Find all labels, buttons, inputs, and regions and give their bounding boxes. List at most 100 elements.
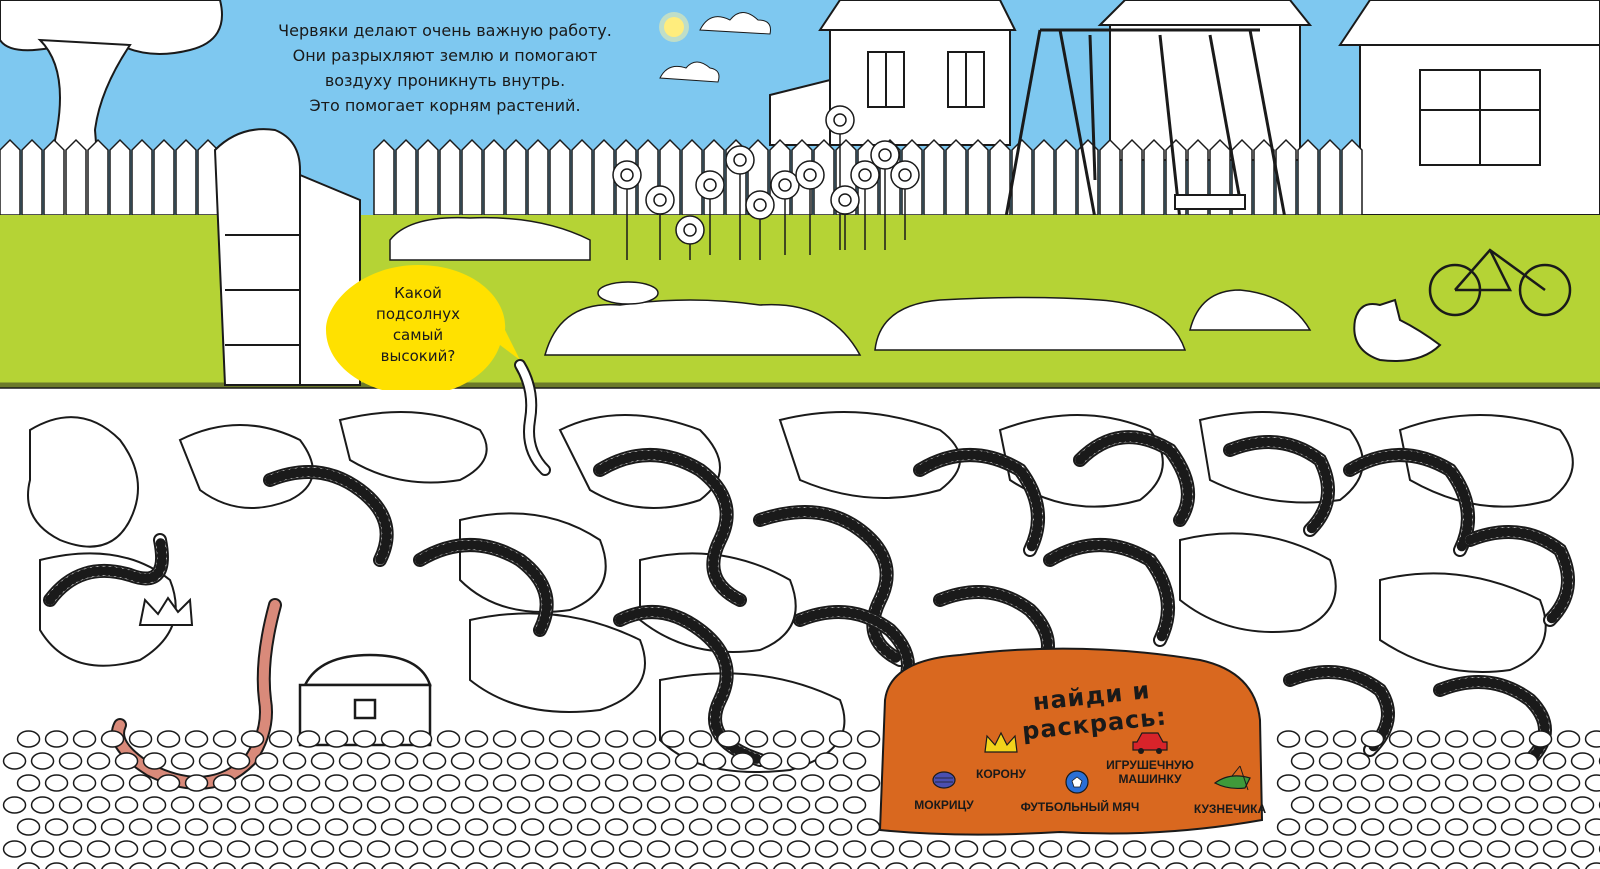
cobblestone: [842, 752, 867, 770]
cobblestone: [1584, 818, 1600, 836]
cobblestone: [1486, 752, 1511, 770]
cobblestone: [702, 796, 727, 814]
cobblestone: [325, 862, 348, 869]
cobblestone: [1066, 840, 1091, 858]
cobblestone: [1584, 774, 1600, 792]
cloud-icon: [659, 12, 771, 83]
cobblestone: [381, 862, 404, 869]
worm-segments: [1045, 540, 1173, 645]
cobblestone: [828, 774, 853, 792]
cobblestone: [1458, 752, 1483, 770]
cobblestone: [1570, 796, 1595, 814]
cobblestone: [1444, 730, 1469, 748]
cobblestone: [17, 862, 40, 869]
fence-picket: [923, 138, 945, 216]
cobblestone: [2, 752, 27, 770]
cobblestone: [1570, 752, 1595, 770]
cobblestone: [478, 752, 503, 770]
cobblestone: [520, 818, 545, 836]
sunflower-center: [683, 223, 697, 237]
cobblestone: [254, 752, 279, 770]
cobblestone: [856, 774, 881, 792]
fence-picket: [21, 138, 43, 216]
fence-picket: [153, 138, 175, 216]
find-label-football: ФУТБОЛЬНЫЙ МЯЧ: [1020, 800, 1140, 814]
cobblestone: [521, 862, 544, 869]
cobblestone: [100, 818, 125, 836]
find-label-grasshopper: КУЗНЕЧИКА: [1193, 802, 1267, 816]
fence-picket: [1055, 138, 1077, 216]
cobblestone: [1500, 818, 1525, 836]
find-label-toy-car-line: ИГРУШЕЧНУЮ: [1106, 758, 1194, 772]
cobblestone: [1122, 840, 1147, 858]
cobblestone: [366, 752, 391, 770]
cobblestone: [380, 774, 405, 792]
cobblestone: [1445, 862, 1468, 869]
sunflowers: [612, 105, 920, 260]
worm-segments: [1075, 432, 1193, 525]
cobblestone: [1416, 730, 1441, 748]
cobblestone: [1249, 862, 1272, 869]
cobblestone: [437, 862, 460, 869]
cobblestone: [814, 840, 839, 858]
cobblestone: [408, 730, 433, 748]
sunflower-center: [838, 193, 852, 207]
house-left: [769, 0, 1017, 146]
cobblestone: [1305, 862, 1328, 869]
cobblestone: [464, 774, 489, 792]
cobblestone: [86, 840, 111, 858]
cobblestone: [1346, 796, 1371, 814]
fence-picket: [109, 138, 131, 216]
cobblestone: [506, 796, 531, 814]
cobblestone: [1346, 840, 1371, 858]
cobblestone: [1333, 862, 1356, 869]
cobblestone: [773, 862, 796, 869]
cobblestone: [772, 730, 797, 748]
sun-icon: [659, 12, 689, 42]
cobblestone: [1528, 818, 1553, 836]
cobblestone: [478, 840, 503, 858]
cobblestone: [800, 730, 825, 748]
sunflower-center: [858, 168, 872, 182]
cobblestone: [450, 840, 475, 858]
cobblestone: [1556, 818, 1581, 836]
cobblestone: [758, 840, 783, 858]
find-panel: [878, 647, 1264, 836]
cobblestone: [310, 752, 335, 770]
cobblestone: [1542, 796, 1567, 814]
cobblestone: [450, 796, 475, 814]
fence-picket: [131, 138, 153, 216]
cobblestone: [45, 862, 68, 869]
cobblestone: [1010, 840, 1035, 858]
cobblestone: [73, 862, 96, 869]
cobblestone: [1444, 818, 1469, 836]
cobblestone: [394, 796, 419, 814]
cobblestone: [506, 840, 531, 858]
cobblestone: [30, 796, 55, 814]
cobblestone: [241, 862, 264, 869]
cobblestone: [800, 818, 825, 836]
cobblestone: [114, 840, 139, 858]
intro-line: воздуху проникнуть внутрь.: [324, 71, 566, 90]
cobblestone: [674, 752, 699, 770]
cobblestone: [1304, 774, 1329, 792]
cobblestone: [954, 840, 979, 858]
cobblestone: [30, 752, 55, 770]
cobblestone: [1276, 774, 1301, 792]
cobblestone: [633, 862, 656, 869]
tunnel-outline: [558, 414, 721, 509]
cobblestone: [408, 774, 433, 792]
cobblestone: [157, 862, 180, 869]
cobblestone: [324, 730, 349, 748]
cobblestone: [632, 818, 657, 836]
cobblestone: [212, 818, 237, 836]
cobblestone: [1542, 840, 1567, 858]
cobblestone: [170, 840, 195, 858]
cobblestone: [1304, 730, 1329, 748]
cobblestone: [745, 862, 768, 869]
cobblestone: [1374, 840, 1399, 858]
cobblestone: [702, 752, 727, 770]
cobblestone: [758, 752, 783, 770]
tunnel-outline: [27, 416, 139, 548]
